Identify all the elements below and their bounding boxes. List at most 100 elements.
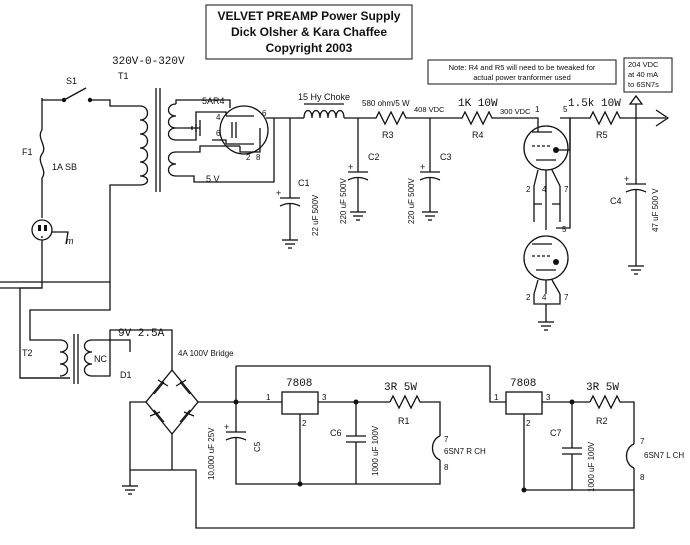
capacitor-c3: + C3 220 uF 500V [407,118,452,224]
title-line3: Copyright 2003 [266,41,353,55]
title-block: VELVET PREAMP Power Supply Dick Olsher &… [205,4,413,60]
c4-label: C4 [610,196,622,206]
heater-r-ch-icon [431,435,441,461]
output-line1: 204 VDC [628,60,659,69]
c3-label: C3 [440,152,452,162]
t1-label: T1 [118,71,129,81]
capacitor-c2: + C2 220 uF 500V [339,118,380,224]
tube-bottom-pin5: 5 [562,225,567,234]
c2-plus: + [348,162,353,172]
resistor-r3: 580 ohm/5 W R3 408 VDC [362,99,445,140]
resistor-r2: 3R 5W R2 7 6SN7 L CH 8 [586,382,684,490]
r4-label: R4 [472,130,484,140]
r1-value: 3R 5W [384,382,417,394]
r1-label: R1 [398,416,410,426]
reg1-label: 7808 [286,378,312,390]
output-line2: at 40 mA [628,70,658,79]
resistor-r4: 1K 10W R4 300 VDC [430,98,531,140]
transformer-t2: T2 NC 9V 2.5A 4A 100V Bridge [22,328,234,384]
c7-label: C7 [550,428,562,438]
note-box: Note: R4 and R5 will need to be tweaked … [427,59,617,85]
output-box: 204 VDC at 40 mA to 6SN7s [623,57,673,93]
c2-label: C2 [368,152,380,162]
r5-value: 1.5k 10W [568,98,621,110]
tube-top-pin2: 2 [526,185,531,194]
choke-15h: 15 Hy Choke [296,92,372,119]
reg1-in-pin: 1 [266,393,271,402]
c1-label: C1 [298,178,310,188]
rect-pin6a: 6 [216,129,221,138]
ground-m: m [66,236,74,246]
capacitor-c1: + C1 22 uF 500V [276,118,320,249]
reg2-in-pin: 1 [494,393,499,402]
r-ch-label: 6SN7 R CH [444,447,486,456]
r2-value: 3R 5W [586,382,619,394]
capacitor-c7: C7 1000 uF 100V [550,399,596,492]
tube-top-pin5: 5 [563,105,568,114]
t2-nc-label: NC [94,354,107,364]
v408-label: 408 VDC [414,105,445,114]
transformer-t1: 320V-0-320V T1 5 V [112,56,275,192]
l-ch-pin8: 8 [640,473,645,482]
c6-value: 1000 uF 100V [371,425,380,476]
r3-value: 580 ohm/5 W [362,99,410,108]
c4-value: 47 uF 500 V [651,188,660,232]
reg1-out-pin: 3 [322,393,327,402]
fuse-rating: 1A SB [52,162,77,172]
resistor-r5: 1.5k 10W R5 [568,94,670,140]
rect-tube-label: 5AR4 [202,96,225,106]
v300-label: 300 VDC [500,107,531,116]
c3-value: 220 uF 500V [407,178,416,224]
note-line1: Note: R4 and R5 will need to be tweaked … [449,63,596,72]
capacitor-c4: + C4 47 uF 500 V [610,118,660,275]
t2-voltage-label: 9V 2.5A [118,328,165,340]
rect-pin6b: 6 [262,109,267,118]
r3-label: R3 [382,130,394,140]
c6-label: C6 [330,428,342,438]
d1-label: D1 [120,370,132,380]
t2-label: T2 [22,348,33,358]
ground-return-bus [172,469,635,529]
rect-pin4: 4 [216,113,221,122]
tube-bottom-pin7: 7 [564,293,569,302]
output-line3: to 6SN7s [628,80,659,89]
f1-label: F1 [22,147,33,157]
reg1-body [281,391,319,415]
regulator-7808-2: 7808 1 3 2 [494,378,590,493]
r2-label: R2 [596,416,608,426]
tube-bottom-icon [523,235,569,281]
l-ch-pin7: 7 [640,437,645,446]
reg2-gnd-pin: 2 [526,419,531,428]
choke-label: 15 Hy Choke [298,92,350,102]
heater-label: 5 V [206,174,220,184]
r-ch-pin7: 7 [444,435,449,444]
regulator-tube-bottom: 5 2 4 7 [523,225,569,331]
reg2-body [505,391,543,415]
reg2-label: 7808 [510,378,536,390]
regulator-tube-top: 1 5 2 4 7 [523,105,571,230]
mains-input: S1 F1 1A SB m [0,76,140,379]
fuse-f1 [39,129,45,179]
r5-label: R5 [596,130,608,140]
c5-value: 10,000 uF 25V [207,427,216,480]
tube-top-pin4: 4 [542,185,547,194]
r-ch-pin8: 8 [444,463,449,472]
rect-pin8: 8 [256,153,261,162]
c1-value: 22 uF 500V [311,194,320,236]
tube-bottom-pin2: 2 [526,293,531,302]
regulator-7808-1: 7808 1 3 2 [236,365,506,487]
reg1-gnd-pin: 2 [302,419,307,428]
tube-bottom-pin4: 4 [542,293,547,302]
title-line2: Dick Olsher & Kara Chaffee [231,25,387,39]
l-ch-label: 6SN7 L CH [644,451,684,460]
rect-pin2: 2 [246,153,251,162]
c5-label: C5 [253,441,262,452]
c5-plus: + [224,422,229,432]
c4-plus: + [624,174,629,184]
resistor-r1: 3R 5W R1 7 6SN7 R CH 8 [384,382,486,472]
reg2-out-pin: 3 [546,393,551,402]
r4-value: 1K 10W [458,98,498,110]
c7-value: 1000 uF 100V [587,441,596,492]
